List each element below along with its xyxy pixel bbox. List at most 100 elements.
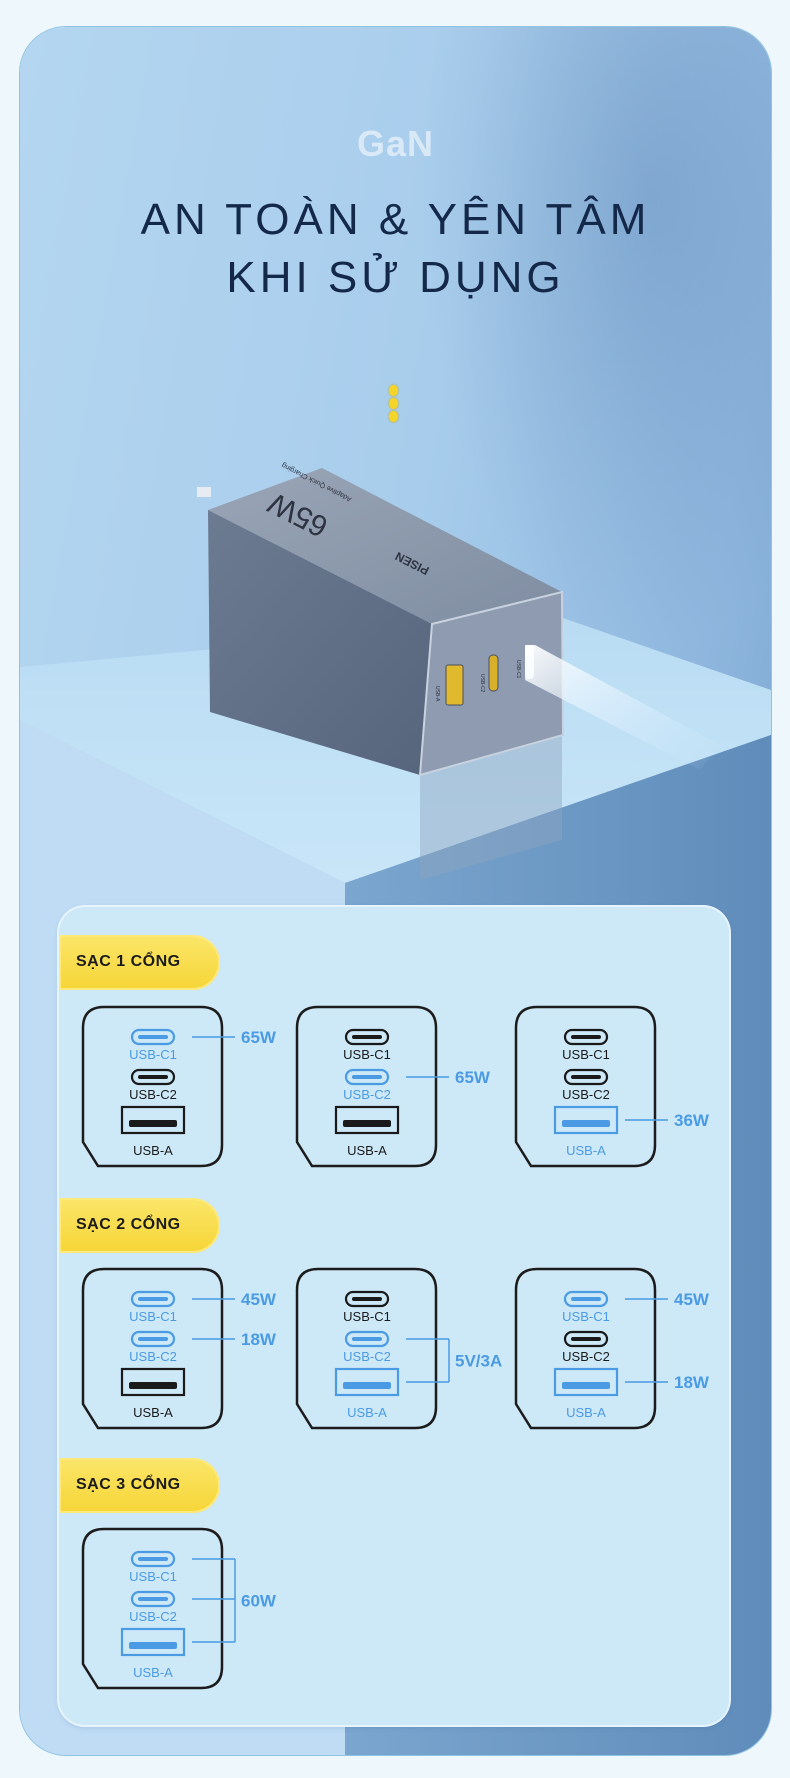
usb-a-port-icon (120, 1627, 186, 1657)
charging-light-beam (525, 645, 720, 770)
usb-c-port-slot (138, 1337, 168, 1341)
usb-c-port-icon (130, 1290, 176, 1308)
usb-c-port-slot (352, 1337, 382, 1341)
usb-c-port-icon (344, 1330, 390, 1348)
output-power-label: 18W (241, 1330, 277, 1349)
usb-c-port-slot (138, 1557, 168, 1561)
port-label: USB-C1 (129, 1309, 177, 1324)
port-label: USB-C1 (343, 1047, 391, 1062)
usb-a-port-slot (129, 1382, 177, 1389)
usb-c-port-slot (352, 1297, 382, 1301)
output-power-label: 60W (241, 1592, 277, 1611)
usb-c-port-slot (352, 1075, 382, 1079)
usb-c-port-icon (130, 1550, 176, 1568)
port-label: USB-C2 (129, 1087, 177, 1102)
usb-c-port-slot (571, 1337, 601, 1341)
usb-c-port-slot (352, 1035, 382, 1039)
gan-logo: GaN (356, 123, 435, 164)
usb-a-port-icon (553, 1105, 619, 1135)
port-label: USB-A (566, 1405, 606, 1420)
usb-c-port-slot (571, 1075, 601, 1079)
section-badge-label: SẠC 3 CỔNG (76, 1476, 181, 1493)
charger-reflection (420, 735, 562, 880)
usb-c-port-icon (344, 1290, 390, 1308)
port-label: USB-C1 (129, 1569, 177, 1584)
charger-usb-c2-print: USB-C2 (479, 674, 485, 693)
charger-usb-a-print: USB-A (434, 686, 440, 702)
section-badge: SẠC 2 CỔNG (59, 1198, 220, 1253)
usb-c-port-icon (344, 1068, 390, 1086)
usb-a-port-slot (562, 1120, 610, 1127)
section-badge: SẠC 3 CỔNG (59, 1458, 220, 1513)
usb-a-port-slot (562, 1382, 610, 1389)
scroll-dots-icon (389, 385, 399, 424)
output-power-label: 45W (241, 1290, 277, 1309)
usb-c-port-slot (571, 1035, 601, 1039)
usb-c-port-slot (138, 1035, 168, 1039)
charger-usb-c2-port (488, 654, 499, 692)
output-power-label: 36W (674, 1111, 710, 1130)
output-power-label: 65W (241, 1028, 277, 1047)
section-badge-label: SẠC 2 CỔNG (76, 1216, 181, 1233)
port-label: USB-C2 (129, 1609, 177, 1624)
charger-outline (514, 1267, 657, 1430)
usb-a-port-slot (343, 1120, 391, 1127)
usb-a-port-slot (343, 1382, 391, 1389)
usb-c-port-icon (130, 1068, 176, 1086)
usb-c-port-slot (138, 1297, 168, 1301)
usb-c-port-slot (571, 1297, 601, 1301)
port-label: USB-A (347, 1143, 387, 1158)
usb-a-port-slot (129, 1642, 177, 1649)
charger-usb-a-port (445, 664, 464, 706)
usb-a-port-slot (129, 1120, 177, 1127)
usb-a-port-icon (334, 1105, 400, 1135)
usb-c-port-icon (130, 1330, 176, 1348)
section-badge: SẠC 1 CỔNG (59, 935, 220, 990)
usb-c-port-icon (563, 1330, 609, 1348)
usb-c-port-icon (344, 1028, 390, 1046)
charger-outline (514, 1005, 657, 1168)
port-label: USB-C1 (129, 1047, 177, 1062)
port-label: USB-C1 (562, 1047, 610, 1062)
usb-a-port-icon (553, 1367, 619, 1397)
charger-usb-c1-print: USB-C1 (515, 660, 521, 679)
port-label: USB-C2 (343, 1349, 391, 1364)
port-label: USB-C2 (562, 1349, 610, 1364)
port-label: USB-C2 (129, 1349, 177, 1364)
usb-a-port-icon (334, 1367, 400, 1397)
charger-outline (295, 1005, 438, 1168)
usb-c-port-icon (563, 1028, 609, 1046)
port-label: USB-A (566, 1143, 606, 1158)
page-title-line2: KHI SỬ DỤNG (226, 253, 565, 302)
port-label: USB-C2 (562, 1087, 610, 1102)
charger-outline (81, 1005, 224, 1168)
output-power-label: 5V/3A (455, 1352, 502, 1371)
charger-side-face (208, 510, 432, 775)
charger-outline (295, 1267, 438, 1430)
charger-outline (81, 1267, 224, 1430)
port-label: USB-C2 (343, 1087, 391, 1102)
usb-c-port-slot (138, 1597, 168, 1601)
usb-c-port-icon (130, 1590, 176, 1608)
port-label: USB-C1 (562, 1309, 610, 1324)
output-power-label: 18W (674, 1373, 710, 1392)
port-label: USB-A (133, 1143, 173, 1158)
usb-c-port-icon (563, 1068, 609, 1086)
usb-a-port-icon (120, 1105, 186, 1135)
plug-prong (197, 487, 211, 497)
charger-top-face (208, 468, 562, 624)
port-label: USB-A (347, 1405, 387, 1420)
output-power-label: 65W (455, 1068, 491, 1087)
output-power-label: 45W (674, 1290, 710, 1309)
section-badge-label: SẠC 1 CỔNG (76, 953, 181, 970)
port-label: USB-C1 (343, 1309, 391, 1324)
page-title-line1: AN TOÀN & YÊN TÂM (140, 195, 651, 244)
usb-c-port-icon (130, 1028, 176, 1046)
usb-c-port-icon (563, 1290, 609, 1308)
